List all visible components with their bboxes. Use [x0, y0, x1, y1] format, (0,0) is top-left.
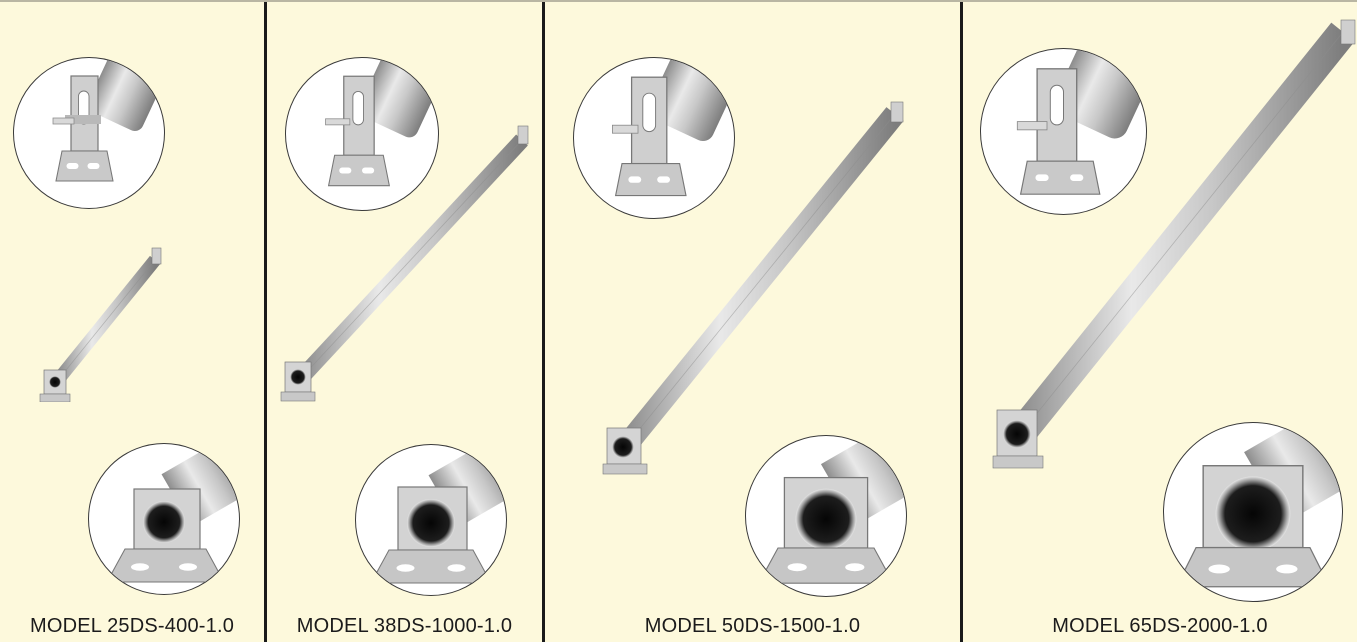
product-panel-50ds: MODEL 50DS-1500-1.0 — [542, 2, 960, 642]
bracket-zoom-top — [980, 48, 1147, 215]
pipe-illustration — [280, 125, 529, 402]
product-panel-65ds: MODEL 65DS-2000-1.0 — [960, 2, 1357, 642]
bracket-zoom-top — [13, 57, 165, 209]
bracket-zoom-bottom — [745, 435, 907, 597]
bracket-zoom-top — [285, 57, 439, 211]
pipe-illustration — [992, 19, 1356, 469]
pipe-illustration — [602, 101, 904, 475]
model-caption: MODEL 25DS-400-1.0 — [29, 615, 235, 637]
bracket-zoom-bottom — [88, 443, 240, 595]
bracket-zoom-bottom — [1163, 422, 1343, 602]
model-caption: MODEL 50DS-1500-1.0 — [644, 615, 861, 637]
bracket-zoom-bottom — [355, 444, 507, 596]
product-panel-25ds: MODEL 25DS-400-1.0 — [0, 2, 264, 642]
bracket-zoom-top — [573, 57, 735, 219]
model-caption: MODEL 65DS-2000-1.0 — [1052, 615, 1268, 637]
pipe-illustration — [39, 247, 162, 402]
model-caption: MODEL 38DS-1000-1.0 — [296, 615, 513, 637]
product-panel-38ds: MODEL 38DS-1000-1.0 — [264, 2, 542, 642]
